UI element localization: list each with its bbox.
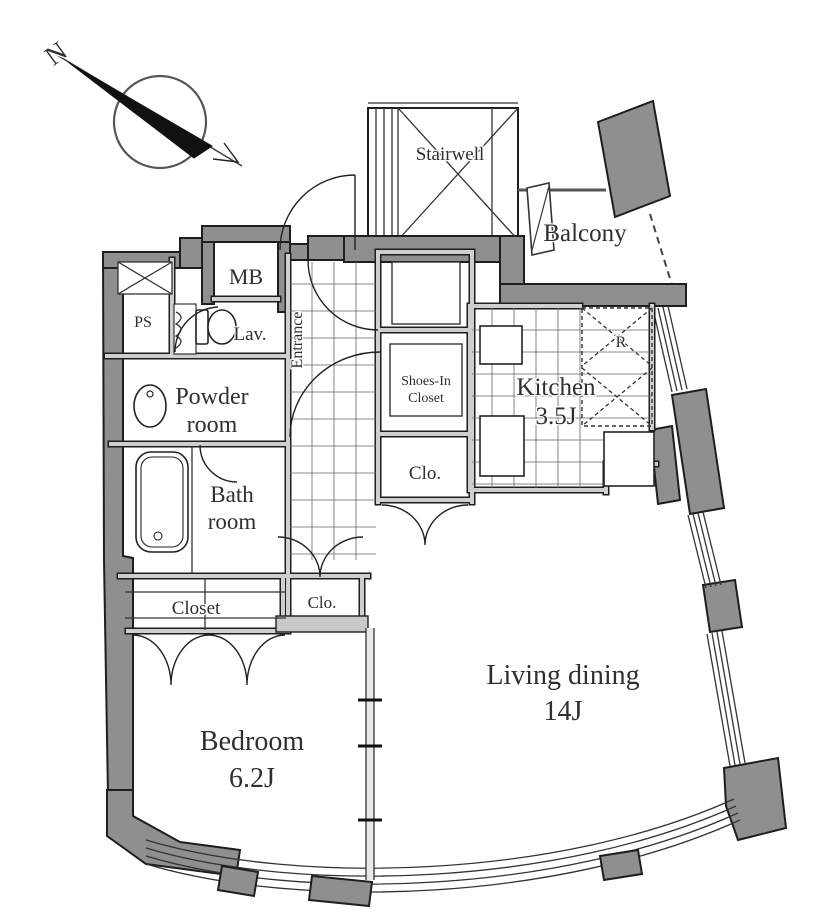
counter-2 — [479, 415, 525, 477]
room-ps: PS — [117, 261, 173, 332]
doors — [132, 174, 469, 686]
mullion-1 — [216, 864, 260, 898]
label-powder-2: room — [187, 412, 238, 438]
wall-entrance-top-b — [307, 235, 349, 261]
utility-box — [391, 261, 461, 325]
counter-1 — [479, 325, 523, 365]
wall-left — [101, 251, 134, 797]
entrance: Entrance — [288, 310, 308, 369]
balcony: Balcony — [518, 99, 677, 299]
wall-corner-right — [722, 756, 788, 842]
window-bottom — [145, 798, 741, 893]
label-balcony: Balcony — [543, 220, 627, 247]
label-bath-1: Bath — [210, 482, 254, 507]
pillar — [596, 99, 672, 219]
kitchen-step — [603, 431, 655, 487]
room-kitchen: R Kitchen 3.5J — [479, 307, 655, 487]
window-right-3 — [706, 630, 746, 767]
label-mb: MB — [229, 264, 263, 289]
compass-north-label: N — [39, 36, 72, 72]
label-kitchen-2: 3.5J — [536, 403, 577, 430]
shoes-closet: Shoes-In Closet — [389, 343, 463, 417]
wall-right-pillar — [670, 387, 726, 516]
sliding-partition — [358, 628, 382, 880]
label-bedroom-1: Bedroom — [200, 726, 304, 757]
window-right-2 — [687, 511, 722, 589]
label-fridge: R — [616, 334, 627, 351]
fridge-box — [581, 307, 653, 427]
toilet-tank — [195, 309, 209, 345]
toilet-bowl — [207, 309, 237, 345]
wall-balcony-bottom — [499, 283, 687, 307]
label-shoes-2: Closet — [408, 391, 444, 406]
label-closet-hall: Clo. — [308, 593, 337, 612]
window-right-1 — [652, 305, 688, 393]
label-ps: PS — [134, 314, 152, 331]
label-closet-living: Clo. — [409, 463, 441, 484]
label-kitchen-1: Kitchen — [516, 374, 596, 401]
wall-mb-left — [201, 241, 215, 305]
hall-closet-back — [275, 615, 369, 633]
room-powder: Powder room — [133, 383, 250, 439]
room-stairwell: Stairwell — [367, 102, 519, 241]
wall-right-block — [701, 578, 744, 634]
bathtub — [135, 451, 189, 553]
wall-kitchen-right — [648, 424, 682, 506]
label-bedroom-2: 6.2J — [229, 763, 275, 794]
label-stairwell: Stairwell — [416, 144, 485, 165]
interior-walls — [103, 248, 660, 635]
compass-icon: N — [38, 34, 243, 170]
label-closet: Closet — [172, 598, 221, 619]
room-bathroom: Bath room — [135, 446, 258, 574]
mullion-3 — [598, 848, 644, 882]
label-living-1: Living dining — [486, 660, 639, 691]
sink — [133, 384, 167, 428]
room-lavatory: Lav. — [173, 303, 268, 355]
label-living-2: 14J — [544, 696, 583, 727]
closet-bedroom: Closet — [125, 578, 286, 630]
label-lavatory: Lav. — [233, 324, 266, 345]
wall-step — [179, 237, 203, 269]
label-entrance: Entrance — [289, 312, 306, 369]
floor-grids — [290, 262, 652, 560]
label-powder-1: Powder — [175, 384, 248, 410]
label-shoes-1: Shoes-In — [401, 374, 451, 389]
mullion-2 — [307, 874, 374, 908]
wall-mb-top — [201, 225, 291, 243]
windows — [145, 305, 746, 908]
label-bath-2: room — [208, 509, 257, 534]
